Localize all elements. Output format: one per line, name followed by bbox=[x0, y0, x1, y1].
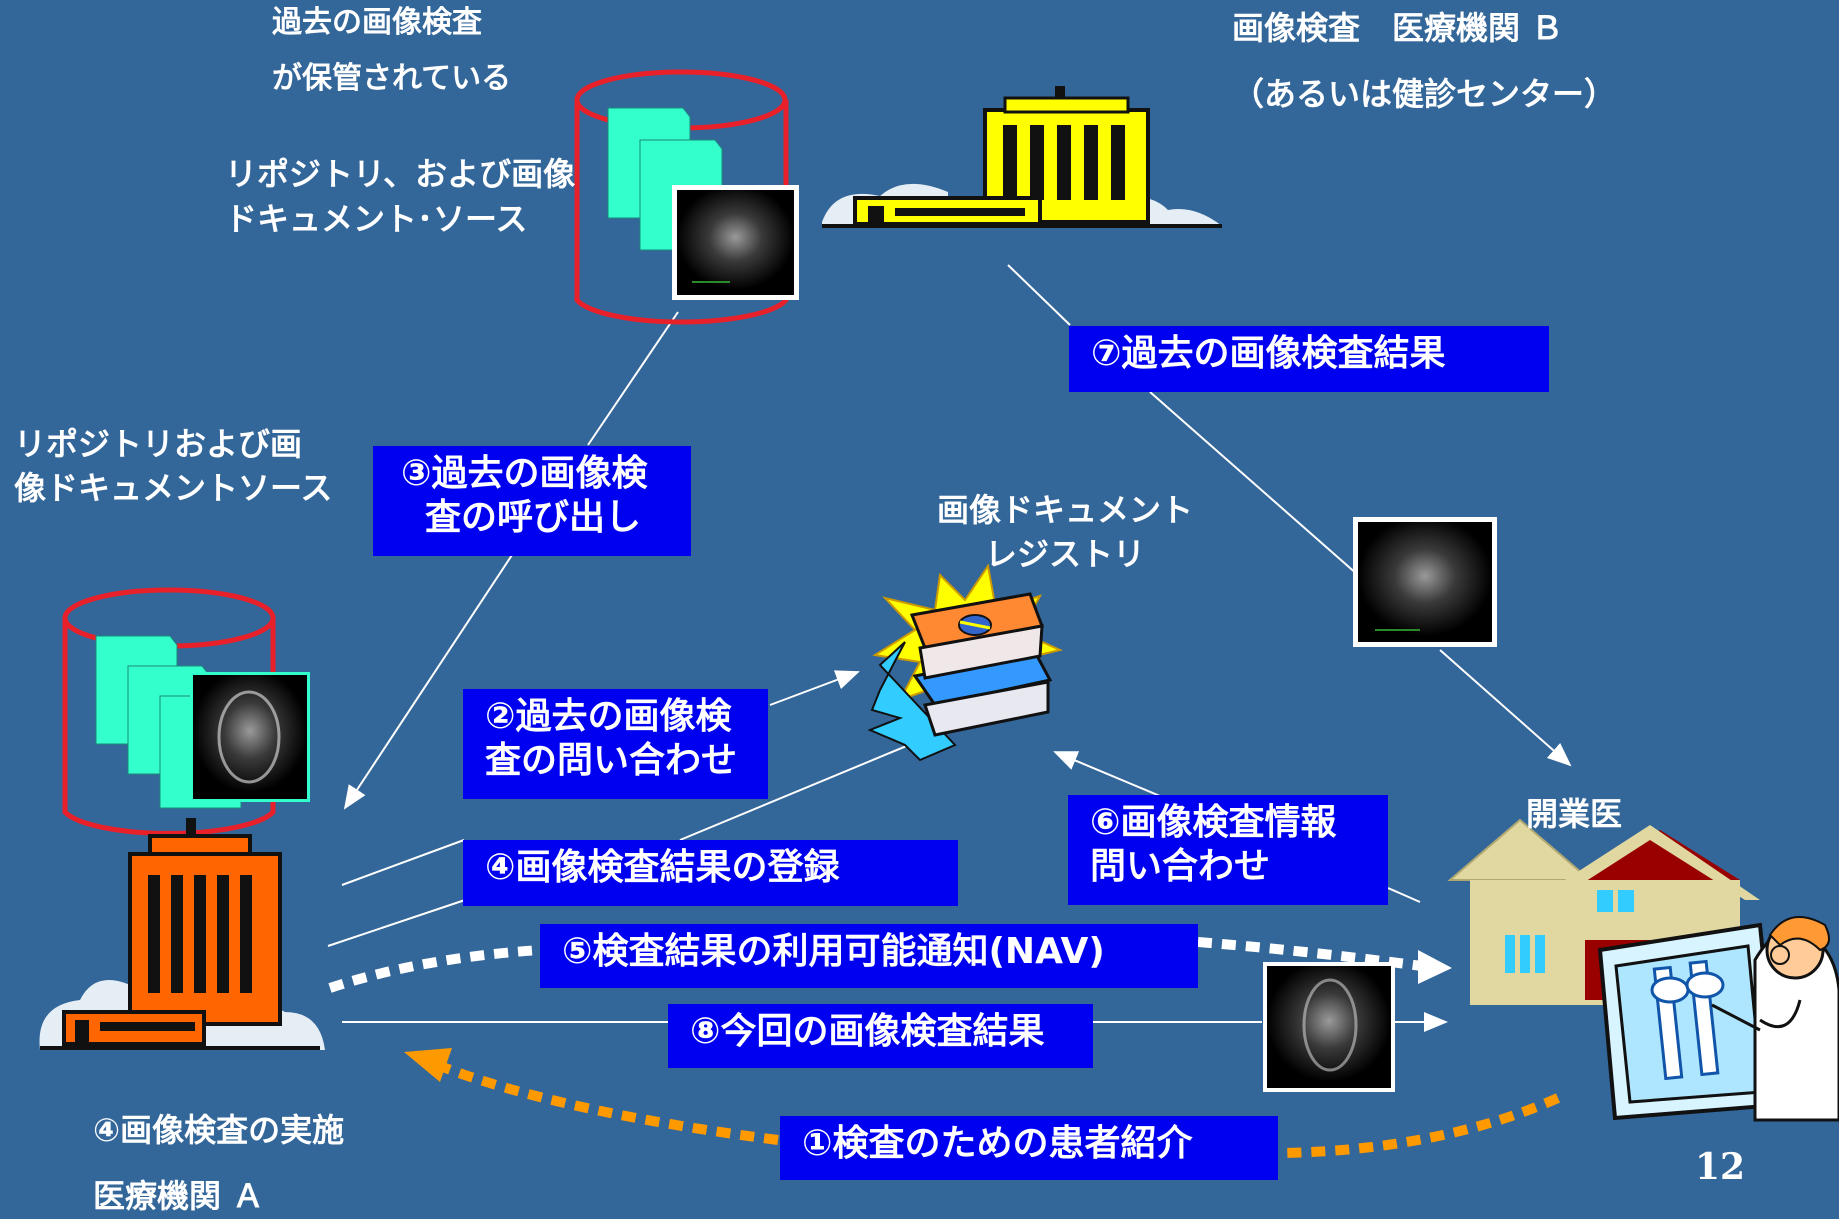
repository-a-icon bbox=[62, 587, 310, 836]
registry-label-1: 画像ドキュメント bbox=[937, 491, 1194, 529]
step-3-label-2: 査の呼び出し bbox=[425, 497, 642, 538]
step-6-label-1: ⑥画像検査情報 bbox=[1090, 802, 1337, 843]
clinic-label: 開業医 bbox=[1526, 795, 1623, 833]
step-1-label: ①検査のための患者紹介 bbox=[802, 1123, 1193, 1164]
line-s3-to-repo-a bbox=[343, 554, 513, 810]
registry-books-icon bbox=[867, 563, 1064, 762]
repository-a-label-1: リポジトリおよび画 bbox=[14, 425, 303, 463]
line-b-to-s7 bbox=[1007, 264, 1071, 326]
step-8-box: ⑧今回の画像検査結果 bbox=[668, 1004, 1093, 1068]
echo-image-icon bbox=[677, 190, 794, 295]
repository-b-icon bbox=[574, 69, 799, 325]
step-7-box: ⑦過去の画像検査結果 bbox=[1069, 326, 1549, 392]
step-2-label-1: ②過去の画像検 bbox=[485, 696, 732, 737]
step-4-label: ④画像検査結果の登録 bbox=[485, 847, 840, 888]
step-4-box: ④画像検査結果の登録 bbox=[463, 840, 958, 906]
line-image-to-clinic bbox=[1439, 649, 1572, 767]
page-number: 12 bbox=[1695, 1146, 1746, 1188]
repository-b-label-2: ドキュメント･ソース bbox=[225, 200, 528, 238]
notify-arrow-left bbox=[328, 945, 541, 993]
step-2-label-2: 査の問い合わせ bbox=[485, 740, 738, 781]
referral-arrowhead bbox=[404, 1048, 452, 1082]
result-image-b bbox=[1353, 517, 1497, 647]
referral-arrow-right bbox=[1281, 1093, 1561, 1158]
line-clinic-to-s6 bbox=[1387, 887, 1421, 903]
line-s6-to-registry bbox=[1053, 751, 1161, 797]
step-6-label-2: 問い合わせ bbox=[1090, 846, 1271, 887]
institution-b-label-2: （あるいは健診センター） bbox=[1232, 75, 1617, 113]
line-s7-to-image bbox=[1149, 391, 1359, 576]
hospital-b-icon bbox=[822, 86, 1222, 228]
step-3-box: ③過去の画像検 査の呼び出し bbox=[373, 446, 691, 556]
institution-a-label-1: ④画像検査の実施 bbox=[93, 1111, 345, 1149]
institution-b-label-1: 画像検査 医療機関 Ｂ bbox=[1232, 9, 1564, 47]
step-2-box: ②過去の画像検 査の問い合わせ bbox=[463, 689, 768, 799]
notify-arrowhead bbox=[1418, 950, 1452, 984]
past-stored-label-1: 過去の画像検査 bbox=[272, 5, 482, 40]
past-stored-label-2: が保管されている bbox=[272, 61, 512, 96]
line-a-to-s2 bbox=[341, 839, 465, 886]
echo-image-icon bbox=[1267, 966, 1391, 1088]
echo-image-icon bbox=[193, 675, 307, 799]
step-8-label: ⑧今回の画像検査結果 bbox=[690, 1011, 1045, 1052]
echo-image-icon bbox=[1358, 522, 1492, 642]
result-image-a bbox=[1263, 962, 1395, 1092]
step-5-box: ⑤検査結果の利用可能通知(NAV) bbox=[540, 924, 1198, 988]
line-repo-b-to-s3 bbox=[587, 311, 679, 446]
line-a-to-s4 bbox=[327, 899, 466, 947]
doctor-xray-icon bbox=[1597, 916, 1839, 1122]
institution-a-label-2: 医療機関 Ａ bbox=[93, 1177, 265, 1215]
repository-b-label-1: リポジトリ、および画像 bbox=[225, 155, 576, 193]
line-s4-to-registry bbox=[679, 734, 935, 841]
step-3-label-1: ③過去の画像検 bbox=[401, 453, 648, 494]
repository-a-label-2: 像ドキュメントソース bbox=[14, 469, 333, 507]
step-1-box: ①検査のための患者紹介 bbox=[780, 1116, 1278, 1180]
step-7-label: ⑦過去の画像検査結果 bbox=[1091, 333, 1446, 374]
line-s2-to-registry bbox=[769, 670, 860, 706]
registry-label-2: レジストリ bbox=[985, 535, 1146, 573]
step-6-box: ⑥画像検査情報 問い合わせ bbox=[1068, 795, 1388, 905]
step-5-label: ⑤検査結果の利用可能通知(NAV) bbox=[562, 931, 1105, 972]
hospital-a-icon bbox=[39, 818, 325, 1050]
referral-arrow-left bbox=[438, 1061, 779, 1145]
